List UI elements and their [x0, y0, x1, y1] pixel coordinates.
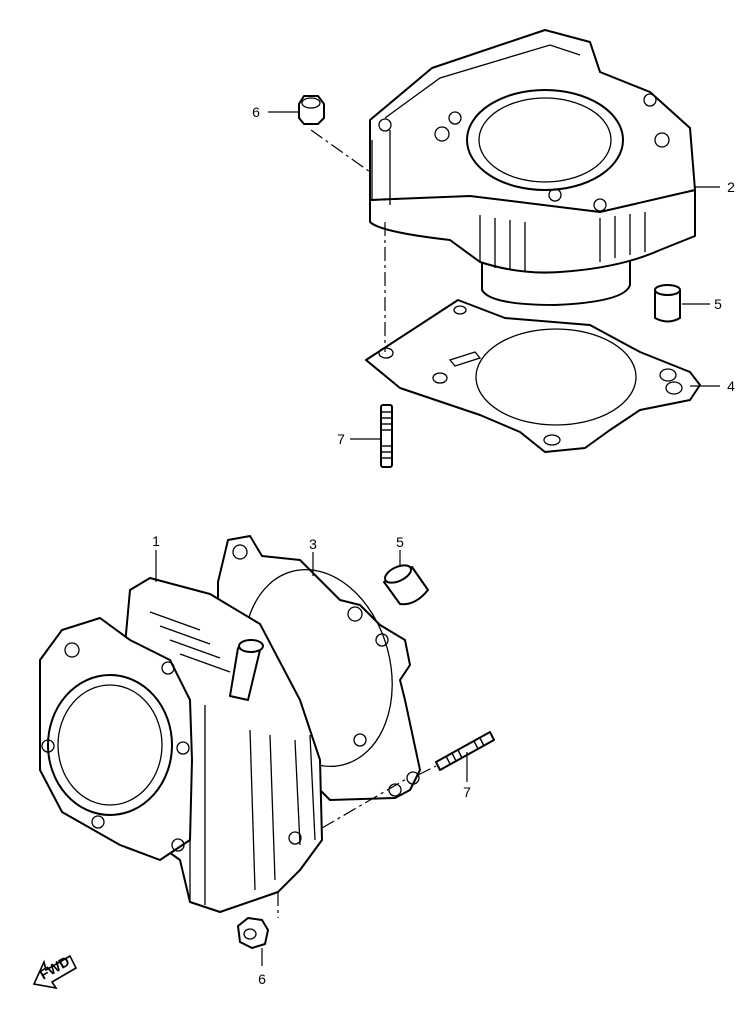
cylinder-lower — [39, 577, 323, 913]
assembly-line-upper-nut — [310, 129, 371, 173]
callout-2: 2 — [727, 179, 735, 195]
callout-1: 1 — [152, 533, 160, 549]
callout-5-upper: 5 — [714, 296, 722, 312]
fwd-arrow-icon: FWD — [32, 953, 78, 990]
callout-4: 4 — [727, 378, 735, 394]
cylinder-base-gasket-upper — [365, 299, 701, 453]
callout-6-lower: 6 — [258, 971, 266, 987]
callout-5-lower: 5 — [396, 534, 404, 550]
cylinder-upper — [369, 29, 696, 306]
stud-bolt-upper — [380, 404, 393, 468]
nut-upper — [298, 95, 325, 125]
assembly-line-lower-stud — [321, 777, 409, 829]
dowel-pin-lower — [383, 564, 429, 606]
callout-3: 3 — [309, 536, 317, 552]
stud-bolt-lower — [435, 731, 495, 771]
callout-7-upper: 7 — [337, 431, 345, 447]
assembly-line-lower-stud-b — [417, 765, 437, 776]
nut-lower — [237, 917, 269, 949]
callout-7-lower: 7 — [463, 784, 471, 800]
dowel-pin-upper — [654, 284, 681, 323]
callout-6-upper: 6 — [252, 104, 260, 120]
